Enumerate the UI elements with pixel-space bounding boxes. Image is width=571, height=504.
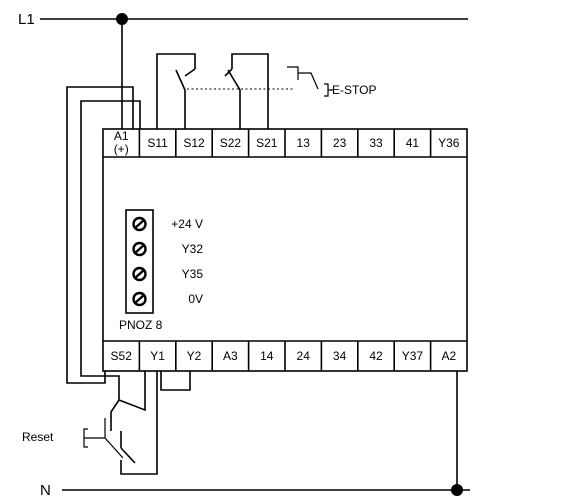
side-terminal: 0V <box>132 291 203 307</box>
terminal-s22: S22 <box>211 129 242 157</box>
terminal-label: Y37 <box>402 349 424 363</box>
side-terminal-label: +24 V <box>171 217 203 231</box>
terminal-label: 14 <box>260 349 274 363</box>
bottom-terminal-row: S52 Y1 Y2 A3 14 24 34 42 Y37 A2 <box>111 341 456 371</box>
terminal-label: 33 <box>369 136 383 150</box>
terminal-s12: S12 <box>175 129 205 157</box>
terminal-label: A3 <box>223 349 238 363</box>
terminal-label: A2 <box>441 349 456 363</box>
terminal-24: 24 <box>284 341 311 371</box>
screw-terminal-icon <box>132 241 147 257</box>
side-terminal-label: 0V <box>188 292 203 306</box>
estop-bracket-icon <box>324 83 333 97</box>
screw-terminal-icon <box>132 216 147 232</box>
terminal-42: 42 <box>356 341 383 371</box>
terminal-label: S21 <box>256 136 278 150</box>
terminal-label: Y36 <box>438 136 460 150</box>
y1-y2-bridge <box>160 371 191 391</box>
terminal-a1: A1(+) <box>114 129 129 156</box>
terminal-s21: S21 <box>247 129 278 157</box>
terminal-a3: A3 <box>211 341 238 371</box>
terminal-label: 23 <box>333 136 347 150</box>
terminal-s11: S11 <box>138 129 168 157</box>
side-terminal: +24 V <box>132 216 203 232</box>
terminal-label: 34 <box>333 349 347 363</box>
terminal-label: S11 <box>147 136 168 150</box>
estop-label: E-STOP <box>332 83 376 97</box>
terminal-y37: Y37 <box>393 341 424 371</box>
terminal-33: 33 <box>356 129 383 157</box>
terminal-label: S12 <box>183 136 205 150</box>
terminal-s52: S52 <box>111 349 133 363</box>
terminal-y1: Y1 <box>138 341 165 371</box>
terminal-23: 23 <box>320 129 347 157</box>
side-terminal-label: Y32 <box>182 242 204 256</box>
terminal-13: 13 <box>284 129 311 157</box>
terminal-14: 14 <box>247 341 274 371</box>
side-terminal: Y35 <box>132 266 204 282</box>
reset-button-symbol[interactable]: Reset <box>22 418 124 459</box>
terminal-label: S22 <box>220 136 242 150</box>
n-label: N <box>40 482 51 499</box>
terminal-a2: A2 <box>429 341 456 371</box>
terminal-label: 41 <box>406 136 420 150</box>
estop-contacts: E-STOP <box>156 53 376 129</box>
terminal-y36: Y36 <box>429 129 460 157</box>
terminal-label: A1 <box>114 129 129 143</box>
side-terminal-label: Y35 <box>182 267 204 281</box>
feedback-wiring <box>66 86 158 475</box>
reset-label: Reset <box>22 430 54 444</box>
terminal-label: S52 <box>111 349 133 363</box>
l1-label: L1 <box>18 11 35 28</box>
screw-terminal-icon <box>132 291 147 307</box>
device-model-label: PNOZ 8 <box>119 318 163 332</box>
terminal-label: 42 <box>369 349 383 363</box>
terminal-41: 41 <box>393 129 420 157</box>
terminal-label: 13 <box>297 136 311 150</box>
terminal-y2: Y2 <box>175 341 202 371</box>
l1-rail: L1 <box>18 11 468 28</box>
terminal-label: Y1 <box>150 349 165 363</box>
n-rail: N <box>40 482 470 499</box>
a1-polarity-label: (+) <box>114 142 129 156</box>
side-terminal: Y32 <box>132 241 204 257</box>
terminal-label: 24 <box>297 349 311 363</box>
screw-terminal-icon <box>132 266 147 282</box>
top-terminal-row: A1(+) S11 S12 S22 S21 13 23 33 41 Y36 <box>114 129 460 157</box>
terminal-34: 34 <box>320 341 347 371</box>
terminal-label: Y2 <box>187 349 202 363</box>
pnoz8-device: A1(+) S11 S12 S22 S21 13 23 33 41 Y36 S52 Y1 Y2 A3 14… <box>102 128 468 372</box>
